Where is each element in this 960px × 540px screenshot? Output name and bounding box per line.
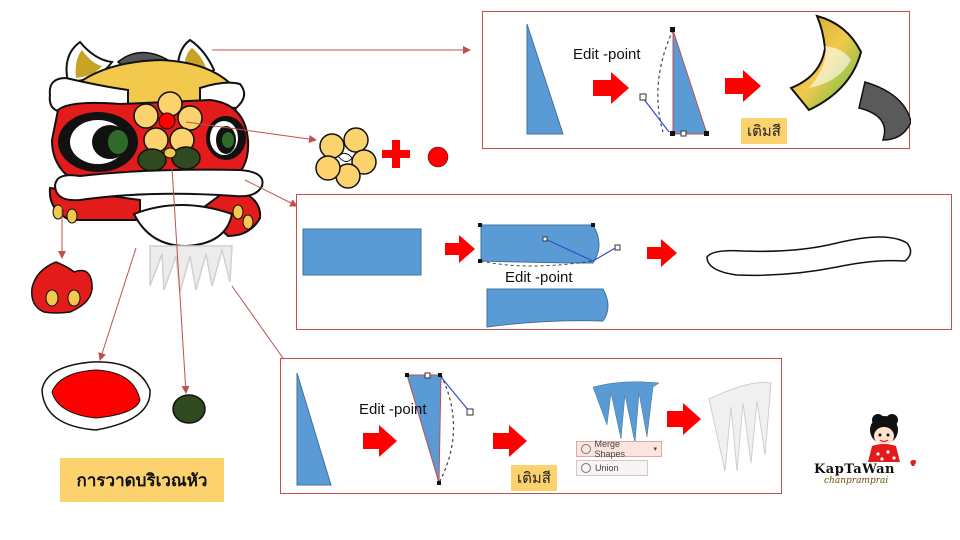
arrow-right-6 <box>493 425 527 457</box>
horn-edit-point-label: Edit -point <box>573 46 641 63</box>
beard-steps-panel: Edit -point เติมสี <box>280 358 782 494</box>
mouth-edit-point-label: Edit -point <box>505 269 573 286</box>
union-label: Union <box>595 463 619 473</box>
arrow-right-2 <box>725 70 761 102</box>
mouth-band <box>53 168 264 202</box>
connector-lines <box>58 46 471 394</box>
nose-right <box>171 146 201 170</box>
mouth-rect-start <box>302 228 422 276</box>
beard-result <box>708 381 772 472</box>
union-icon <box>581 463 591 473</box>
mouth-band-result <box>706 236 912 277</box>
beard <box>149 245 233 293</box>
plus-sign <box>382 140 410 168</box>
brand-name: KapTaWan <box>814 462 896 477</box>
arrow-right-1 <box>593 72 629 104</box>
horn-steps-panel: Edit -point เติมสี <box>482 11 911 149</box>
flower-ornament <box>133 91 203 153</box>
arrow-right-4 <box>647 239 677 267</box>
lion-head-illustration <box>48 38 264 293</box>
brand-logo: KapTaWan chanpramprai <box>814 410 924 488</box>
horn-fill-badge: เติมสี <box>741 118 787 144</box>
union-menu-item[interactable]: Union <box>576 460 648 476</box>
merge-shapes-label: Merge Shapes <box>594 439 626 459</box>
flower-parts <box>315 127 377 189</box>
horn-dark <box>858 81 911 141</box>
arrow-right-7 <box>667 403 701 435</box>
arrow-right-3 <box>445 235 475 263</box>
beard-blue-strands <box>592 381 660 444</box>
merge-shapes-button[interactable]: Merge Shapes ▾ <box>576 439 662 459</box>
mouth-steps-panel: Edit -point <box>296 194 952 330</box>
diagram-title: การวาดบริเวณหัว <box>60 458 224 502</box>
beard-fill-badge: เติมสี <box>511 465 557 491</box>
chevron-down-icon: ▾ <box>653 446 657 453</box>
horn-triangle-start <box>526 23 564 135</box>
red-dot <box>427 146 449 168</box>
nose-left <box>137 148 167 172</box>
merge-shapes-menu[interactable]: Merge Shapes ▾ Union <box>576 439 662 477</box>
green-nose-piece <box>172 394 206 424</box>
beard-triangle-start <box>296 372 332 486</box>
beard-edit-point-label: Edit -point <box>359 401 427 418</box>
merge-shapes-icon <box>581 444 591 454</box>
arrow-right-5 <box>363 425 397 457</box>
ear-piece <box>31 261 93 314</box>
brand-subtitle: chanpramprai <box>824 476 889 486</box>
